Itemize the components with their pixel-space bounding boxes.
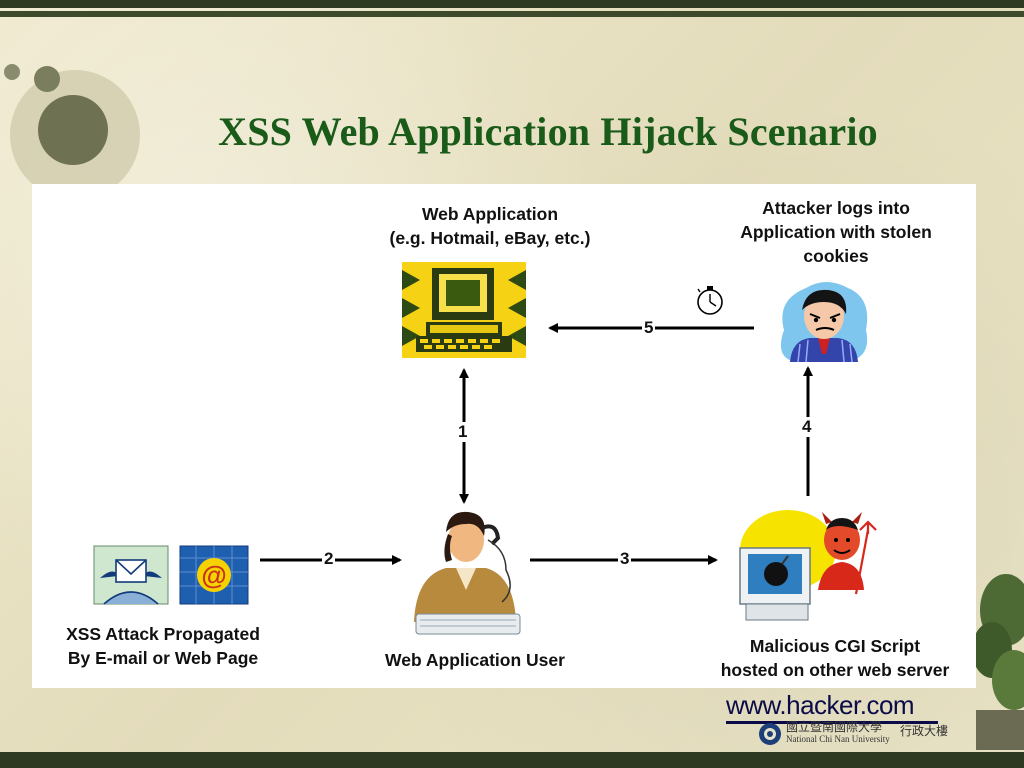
email-envelope-icon — [93, 545, 169, 605]
stopwatch-icon — [697, 286, 723, 315]
step-1-label: 1 — [456, 422, 470, 442]
step-5-label: 5 — [642, 318, 656, 338]
decor-circle-small — [4, 64, 20, 80]
bottom-border-bar — [0, 752, 1024, 768]
svg-text:@: @ — [201, 560, 226, 590]
diagram-panel: @ — [32, 184, 976, 688]
decor-circle-large — [38, 95, 108, 165]
at-sign-icon: @ — [179, 545, 249, 605]
step-2-label: 2 — [322, 549, 336, 569]
slide-title: XSS Web Application Hijack Scenario — [218, 109, 878, 154]
attacker-label: Attacker logs into Application with stol… — [740, 198, 932, 266]
malicious-server-icon — [739, 510, 877, 621]
malicious-label: Malicious CGI Script hosted on other web… — [720, 636, 950, 680]
step-4-label: 4 — [800, 417, 814, 437]
web-app-label: Web Application (e.g. Hotmail, eBay, etc… — [389, 204, 591, 248]
web-app-user-icon — [414, 511, 521, 635]
footer-university-english: National Chi Nan University — [786, 734, 890, 744]
user-label: Web Application User — [385, 650, 565, 670]
diagram-canvas: @ — [93, 262, 877, 635]
propagation-label: XSS Attack Propagated By E-mail or Web P… — [66, 624, 260, 668]
trees-illustration — [976, 574, 1024, 750]
web-app-computer-icon — [402, 262, 526, 358]
top-border-bar-secondary — [0, 11, 1024, 17]
attacker-icon — [780, 282, 868, 363]
step-3-label: 3 — [618, 549, 632, 569]
footer-url[interactable]: www.hacker.com — [726, 690, 915, 720]
university-logo-icon — [759, 723, 781, 745]
top-border-bar — [0, 0, 1024, 8]
footer-university-chinese: 國立暨南國際大學 — [786, 720, 883, 734]
footer-building-chinese: 行政大樓 — [900, 724, 949, 738]
footer-url-underline — [726, 721, 938, 724]
decor-circle-medium — [34, 66, 60, 92]
